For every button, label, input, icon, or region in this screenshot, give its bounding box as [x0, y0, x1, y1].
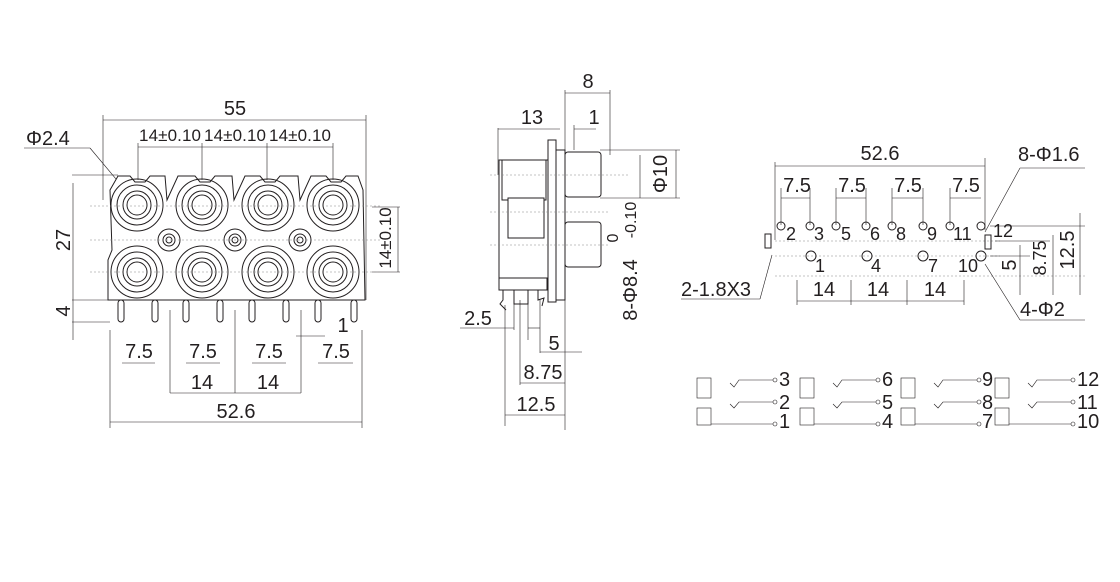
pcb-slot-label: 2-1.8X3 — [681, 279, 751, 301]
dim-jack-spec: 8-Φ8.4 — [620, 259, 642, 321]
pin-label: 7 — [928, 256, 938, 276]
pin-label: 4 — [871, 256, 881, 276]
front-view: 55 14±0.10 14±0.10 14±0.10 Φ2.4 27 14±0.… — [24, 98, 400, 428]
pcb-group-spacing-2: 14 — [867, 279, 889, 301]
pcb-pin-numbers: 2 3 5 6 8 9 11 12 1 4 7 10 — [786, 221, 1013, 276]
dim-pin-spacing-2: 7.5 — [189, 341, 217, 363]
dim-row-pitch: 14±0.10 — [376, 207, 395, 268]
schematic: 3 2 1 6 5 4 9 8 7 12 11 — [696, 369, 1099, 433]
dim-pin-length: 4 — [53, 305, 75, 316]
schematic-group-3: 9 8 7 — [900, 369, 993, 433]
dim-pin-spacing-4: 7.5 — [322, 341, 350, 363]
pin-label: 8 — [982, 392, 993, 414]
dim-hole-diameter: Φ2.4 — [26, 128, 70, 150]
pin-label: 10 — [958, 256, 978, 276]
pcb-group-spacing-1: 14 — [813, 279, 835, 301]
dim-pitch-2: 14±0.10 — [204, 126, 266, 145]
jack-row-top — [110, 178, 360, 232]
pin-label: 6 — [882, 369, 893, 391]
pin-label: 2 — [779, 392, 790, 414]
pcb-pitch-2: 7.5 — [838, 175, 866, 197]
pcb-small-hole-label: 8-Φ1.6 — [1018, 144, 1080, 166]
side-view: 8 13 1 Φ10 8-Φ8.4 0 -0.10 2.5 5 8.75 12.… — [460, 71, 680, 430]
pin-label: 1 — [815, 256, 825, 276]
schematic-group-4: 12 11 10 — [994, 369, 1099, 433]
dim-height: 27 — [53, 229, 75, 251]
pcb-group-spacing-3: 14 — [924, 279, 946, 301]
dim-jack-depth: 8 — [582, 71, 593, 93]
pin-label: 12 — [1077, 369, 1099, 391]
dim-pin-d: 12.5 — [517, 394, 556, 416]
dim-flange: 1 — [588, 107, 599, 129]
pcb-holes — [764, 221, 992, 262]
pin-label: 11 — [1077, 392, 1098, 414]
pin-label: 5 — [882, 392, 893, 414]
dim-jack-tol-upper: 0 — [605, 233, 622, 242]
pin-label: 12 — [993, 221, 1013, 241]
pin-label: 10 — [1077, 411, 1099, 433]
pcb-span: 52.6 — [861, 143, 900, 165]
pcb-row-dim-5: 5 — [999, 259, 1021, 270]
pcb-large-hole-label: 4-Φ2 — [1020, 299, 1065, 321]
dim-pitch-1: 14±0.10 — [139, 126, 201, 145]
pin-label: 3 — [779, 369, 790, 391]
dim-jack-tol-lower: -0.10 — [623, 202, 640, 239]
front-pins — [117, 299, 358, 323]
dim-body-depth: 13 — [521, 107, 543, 129]
pin-label: 4 — [882, 411, 893, 433]
dim-pin-b: 5 — [548, 333, 559, 355]
pin-label: 6 — [870, 224, 880, 244]
dim-pin-spacing-3: 7.5 — [255, 341, 283, 363]
pin-label: 8 — [896, 224, 906, 244]
pcb-row-dim-12-5: 12.5 — [1057, 231, 1079, 270]
pin-label: 2 — [786, 224, 796, 244]
pin-label: 9 — [982, 369, 993, 391]
dim-pin-a: 2.5 — [464, 308, 492, 330]
pcb-layout: 52.6 7.5 7.5 7.5 7.5 8-Φ1.6 4-Φ2 2-1.8X3… — [681, 143, 1085, 321]
dim-jack-diameter: Φ10 — [650, 155, 672, 193]
pin-label: 11 — [953, 224, 972, 244]
pin-label: 9 — [927, 224, 937, 244]
schematic-group-2: 6 5 4 — [799, 369, 893, 433]
pin-label: 7 — [982, 411, 993, 433]
pin-label: 1 — [779, 411, 790, 433]
pcb-pitch-3: 7.5 — [894, 175, 922, 197]
dim-pin-spacing-1: 7.5 — [125, 341, 153, 363]
pin-label: 3 — [814, 224, 824, 244]
dim-overall-width: 55 — [224, 98, 246, 120]
dim-pin-offset: 1 — [337, 315, 348, 337]
dim-group-spacing-1: 14 — [191, 372, 213, 394]
schematic-group-1: 3 2 1 — [696, 369, 790, 433]
dim-pin-span: 52.6 — [217, 401, 256, 423]
pin-label: 5 — [841, 224, 851, 244]
dim-pitch-3: 14±0.10 — [269, 126, 331, 145]
pcb-row-dim-8-75: 8.75 — [1030, 240, 1050, 275]
dim-pin-c: 8.75 — [524, 362, 563, 384]
pcb-pitch-1: 7.5 — [783, 175, 811, 197]
pcb-pitch-4: 7.5 — [952, 175, 980, 197]
dim-group-spacing-2: 14 — [257, 372, 279, 394]
